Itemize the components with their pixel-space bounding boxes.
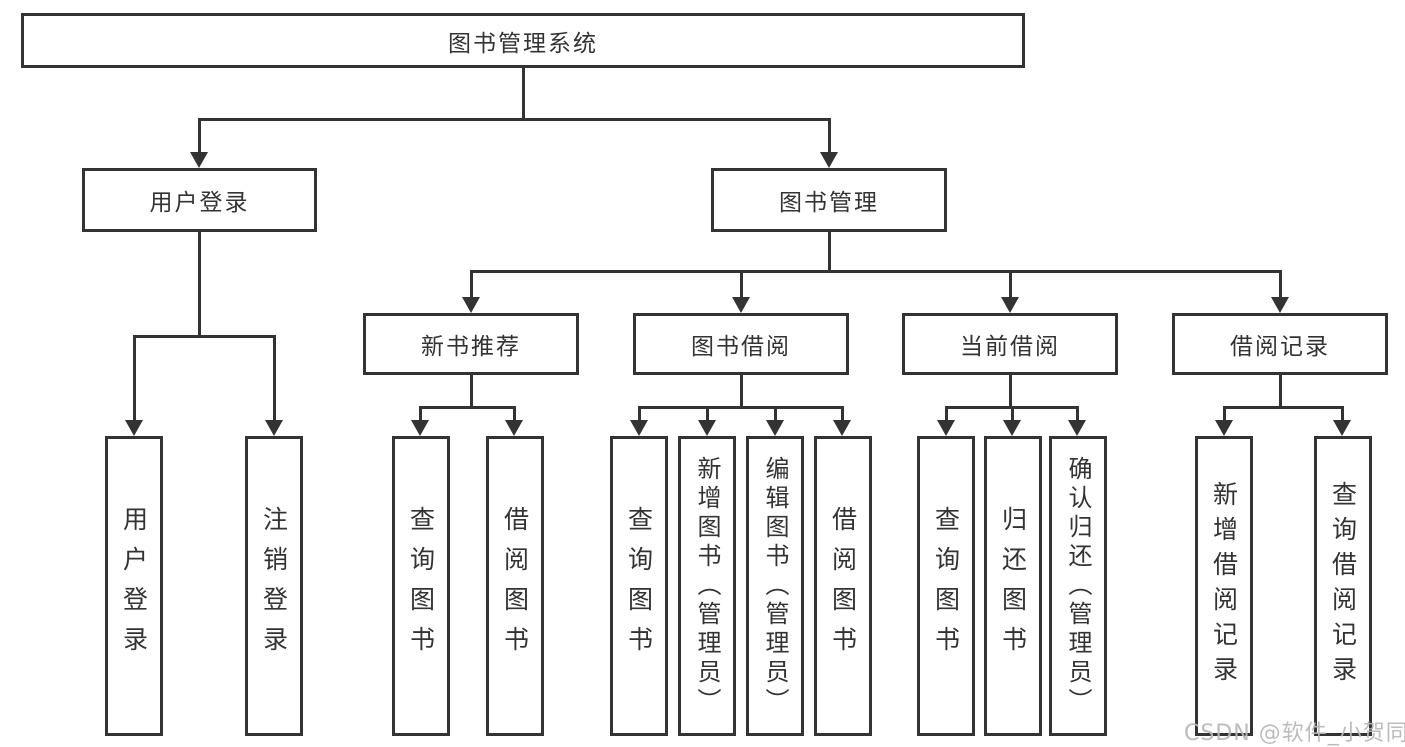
node-label: 查询图书 xyxy=(931,506,961,666)
node-label: 借阅记录 xyxy=(1230,334,1330,360)
connector-line xyxy=(419,406,422,421)
leaf-logout: 注销登录 xyxy=(245,436,303,736)
node-label: 新增图书（管理员） xyxy=(693,455,721,717)
node-root: 图书管理系统 xyxy=(21,13,1025,68)
node-label: 新增借阅记录 xyxy=(1209,481,1239,691)
connector-line xyxy=(133,335,136,421)
connector-line xyxy=(945,406,948,421)
connector-line xyxy=(706,406,709,421)
connector-line xyxy=(522,68,525,118)
node-label: 图书管理 xyxy=(779,190,879,216)
connector-line xyxy=(470,375,473,406)
connector-line xyxy=(1011,406,1014,421)
connector-line xyxy=(638,406,844,409)
node-label: 当前借阅 xyxy=(960,334,1060,360)
connector-line xyxy=(419,406,516,409)
arrow-down-icon xyxy=(820,152,838,168)
node-label: 查询图书 xyxy=(624,506,654,666)
node-label: 归还图书 xyxy=(998,506,1028,666)
node-label: 新书推荐 xyxy=(421,334,521,360)
connector-line xyxy=(828,118,831,154)
node-label: 注销登录 xyxy=(259,506,289,666)
leaf-borrowing-borrow-books: 借阅图书 xyxy=(814,436,872,736)
connector-line xyxy=(1009,375,1012,406)
connector-line xyxy=(513,406,516,421)
leaf-borrowing-edit-books-admin: 编辑图书（管理员） xyxy=(746,436,804,736)
connector-line xyxy=(198,118,201,154)
node-label: 查询图书 xyxy=(406,506,436,666)
leaf-borrowing-add-books-admin: 新增图书（管理员） xyxy=(678,436,736,736)
node-label: 图书管理系统 xyxy=(448,30,598,57)
arrow-down-icon xyxy=(505,420,523,436)
node-label: 用户登录 xyxy=(119,506,149,666)
connector-line xyxy=(841,406,844,421)
leaf-user-login: 用户登录 xyxy=(105,436,163,736)
arrow-down-icon xyxy=(732,297,750,313)
arrow-down-icon xyxy=(1001,297,1019,313)
connector-line xyxy=(740,270,743,299)
node-label: 借阅图书 xyxy=(500,506,530,666)
leaf-recommend-query-books: 查询图书 xyxy=(392,436,450,736)
connector-line xyxy=(198,232,201,335)
arrow-down-icon xyxy=(265,420,283,436)
arrow-down-icon xyxy=(766,420,784,436)
watermark: CSDN @软件_小贺同学 xyxy=(1184,721,1405,746)
node-label: 确认归还（管理员） xyxy=(1064,455,1092,717)
leaf-recommend-borrow-books: 借阅图书 xyxy=(486,436,544,736)
arrow-down-icon xyxy=(1215,420,1233,436)
connector-line xyxy=(828,232,831,273)
node-new-book-recommend: 新书推荐 xyxy=(363,313,579,375)
connector-line xyxy=(1009,270,1012,299)
leaf-current-confirm-return-admin: 确认归还（管理员） xyxy=(1049,436,1107,736)
connector-line xyxy=(740,375,743,406)
node-book-management: 图书管理 xyxy=(711,168,947,232)
node-book-borrowing: 图书借阅 xyxy=(633,313,849,375)
connector-line xyxy=(1223,406,1344,409)
leaf-current-return-books: 归还图书 xyxy=(984,436,1042,736)
leaf-current-query-books: 查询图书 xyxy=(917,436,975,736)
node-label: 编辑图书（管理员） xyxy=(761,455,789,717)
connector-line xyxy=(1279,270,1282,299)
leaf-records-query-record: 查询借阅记录 xyxy=(1314,436,1372,736)
arrow-down-icon xyxy=(190,152,208,168)
arrow-down-icon xyxy=(937,420,955,436)
arrow-down-icon xyxy=(125,420,143,436)
connector-line xyxy=(470,270,1282,273)
arrow-down-icon xyxy=(698,420,716,436)
connector-line xyxy=(638,406,641,421)
arrow-down-icon xyxy=(411,420,429,436)
arrow-down-icon xyxy=(462,297,480,313)
node-label: 图书借阅 xyxy=(691,334,791,360)
connector-line xyxy=(470,270,473,299)
node-user-login: 用户登录 xyxy=(82,168,317,232)
leaf-records-add-record: 新增借阅记录 xyxy=(1195,436,1253,736)
connector-line xyxy=(1341,406,1344,421)
connector-line xyxy=(133,335,275,338)
connector-line xyxy=(1076,406,1079,421)
node-label: 借阅图书 xyxy=(828,506,858,666)
node-label: 用户登录 xyxy=(149,190,250,216)
leaf-borrowing-query-books: 查询图书 xyxy=(610,436,668,736)
connector-line xyxy=(1279,375,1282,406)
connector-line xyxy=(774,406,777,421)
node-current-borrowing: 当前借阅 xyxy=(902,313,1118,375)
connector-line xyxy=(273,335,276,421)
node-borrowing-records: 借阅记录 xyxy=(1172,313,1388,375)
arrow-down-icon xyxy=(833,420,851,436)
arrow-down-icon xyxy=(1333,420,1351,436)
arrow-down-icon xyxy=(630,420,648,436)
arrow-down-icon xyxy=(1271,297,1289,313)
arrow-down-icon xyxy=(1003,420,1021,436)
connector-line xyxy=(1223,406,1226,421)
connector-line xyxy=(198,118,831,121)
node-label: 查询借阅记录 xyxy=(1328,481,1358,691)
arrow-down-icon xyxy=(1068,420,1086,436)
